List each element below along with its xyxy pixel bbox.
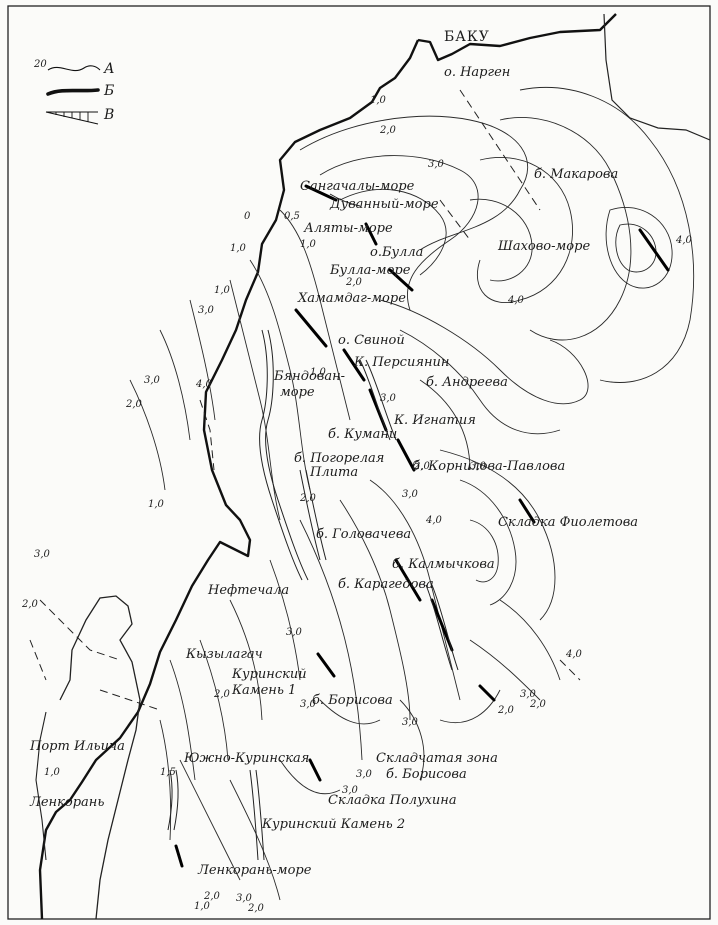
contour-label: 1,0 <box>300 239 316 250</box>
label-makarova: б. Макарова <box>534 167 619 182</box>
contour-label: 2,0 <box>214 689 230 700</box>
label-ignatiya: К. Игнатия <box>394 413 476 428</box>
label-sangachaly: Сангачалы-море <box>300 179 415 194</box>
contour-label: 1,0 <box>310 367 326 378</box>
contour-label: 3,0 <box>520 689 536 700</box>
label-baku: БАКУ <box>444 29 490 45</box>
label-kumani: б. Кумани <box>328 427 398 442</box>
isobaths <box>129 87 695 901</box>
label-kurinsky2: Куринский Камень 2 <box>262 817 406 832</box>
label-borisova: б. Борисова <box>312 693 393 708</box>
contour-label: 2,0 <box>22 599 38 610</box>
legend-symbol-b <box>46 88 100 96</box>
contour-label: 3,0 <box>470 461 486 472</box>
contour-label: 3,0 <box>144 375 160 386</box>
label-karagedova: б. Карагедова <box>338 577 434 592</box>
legend-key-a: А <box>104 61 115 77</box>
contour-label: 3,0 <box>34 549 50 560</box>
contour-label: 3,0 <box>356 769 372 780</box>
label-pogorelaya-2: Плита <box>310 465 359 480</box>
contour-label: 2,0 <box>498 705 514 716</box>
contour-label: 1,0 <box>148 499 164 510</box>
contour-label: 1,0 <box>214 285 230 296</box>
label-pogorelaya-1: б. Погорелая <box>294 451 385 466</box>
contour-label: 0 <box>244 211 251 222</box>
contour-label: 3,0 <box>286 627 302 638</box>
contour-label: 2,0 <box>126 399 142 410</box>
contour-label: 3,0 <box>402 717 418 728</box>
label-neftechala: Нефтечала <box>208 583 290 598</box>
label-folded-zone-1: Складчатая зона <box>376 751 498 766</box>
label-kurinsky1-1: Куринский <box>232 667 307 682</box>
contour-label: 3,0 <box>402 489 418 500</box>
contour-label: 2,0 <box>248 903 264 914</box>
label-yuzhno-kurinskaya: Южно-Куринская <box>184 751 310 766</box>
lagoon-shore <box>35 711 47 861</box>
hatched-structures <box>167 193 459 861</box>
label-bulla-more: Булла-море <box>330 263 411 278</box>
contour-label: 4,0 <box>676 235 692 246</box>
contour-label: 3,0 <box>428 159 444 170</box>
label-lenkoran: Ленкорань <box>30 795 105 810</box>
contour-label: 1,0 <box>194 901 210 912</box>
contour-label: 0,5 <box>284 211 300 222</box>
contour-label: 2,0 <box>414 461 430 472</box>
legend-key-b: Б <box>104 83 115 99</box>
label-polukhina: Складка Полухина <box>328 793 457 808</box>
contour-label: 4,0 <box>508 295 524 306</box>
contour-label: 2,0 <box>530 699 546 710</box>
anticline-axes <box>174 184 670 868</box>
label-shakhova: Шахово-море <box>498 239 591 254</box>
coastline <box>38 13 617 920</box>
label-lenkoran-more: Ленкорань-море <box>198 863 312 878</box>
label-khamamdag: Хамамдаг-море <box>298 291 406 306</box>
label-kornilova: б. Корнилова-Павлова <box>412 459 566 474</box>
legend-symbol-a <box>47 65 101 72</box>
legend-key-c: В <box>104 107 115 123</box>
contour-label: 1,0 <box>370 95 386 106</box>
label-kalmychkova: б. Калмычкова <box>392 557 495 572</box>
label-byandovan-2: море <box>280 385 315 400</box>
contour-label: 3,0 <box>380 393 396 404</box>
legend-contour-value: 20 <box>34 59 47 70</box>
contour-label: 3,0 <box>236 893 252 904</box>
label-svinoy: о. Свиной <box>338 333 405 348</box>
contour-label: 3,0 <box>198 305 214 316</box>
label-nargen: о. Нарген <box>444 65 511 80</box>
east-shore <box>603 13 711 141</box>
contour-label: 4,0 <box>566 649 582 660</box>
contour-label: 3,0 <box>300 699 316 710</box>
contour-label: 2,0 <box>346 277 362 288</box>
contour-label: 2,0 <box>204 891 220 902</box>
label-alyaty: Аляты-море <box>304 221 393 236</box>
label-folded-zone-2: б. Борисова <box>386 767 467 782</box>
western-shore <box>59 595 141 920</box>
label-kyzylagach: Кызылагач <box>186 647 263 662</box>
label-duvanny: Дуванный-море <box>330 197 439 212</box>
label-golovacheva: б. Головачева <box>316 527 412 542</box>
contour-label: 3,0 <box>342 785 358 796</box>
label-byandovan-1: Бяндован- <box>274 369 346 384</box>
label-bulla-island: о.Булла <box>370 245 424 260</box>
contour-label: 1,5 <box>160 767 176 778</box>
label-persiyanin: К. Персиянин <box>354 355 450 370</box>
label-kurinsky1-2: Камень 1 <box>232 683 297 698</box>
contour-label: 2,0 <box>380 125 396 136</box>
map-border <box>7 5 711 920</box>
label-andreeva: б. Андреева <box>426 375 508 390</box>
label-port-ilicha: Порт Ильича <box>30 739 125 754</box>
label-fioletova: Складка Фиолетова <box>498 515 639 530</box>
contour-label: 4,0 <box>426 515 442 526</box>
contour-label: 1,0 <box>44 767 60 778</box>
contour-label: 2,0 <box>300 493 316 504</box>
legend-symbols <box>45 65 101 125</box>
dashed-lines <box>29 89 581 711</box>
contour-label: 1,0 <box>230 243 246 254</box>
contour-label: 4,0 <box>196 379 212 390</box>
